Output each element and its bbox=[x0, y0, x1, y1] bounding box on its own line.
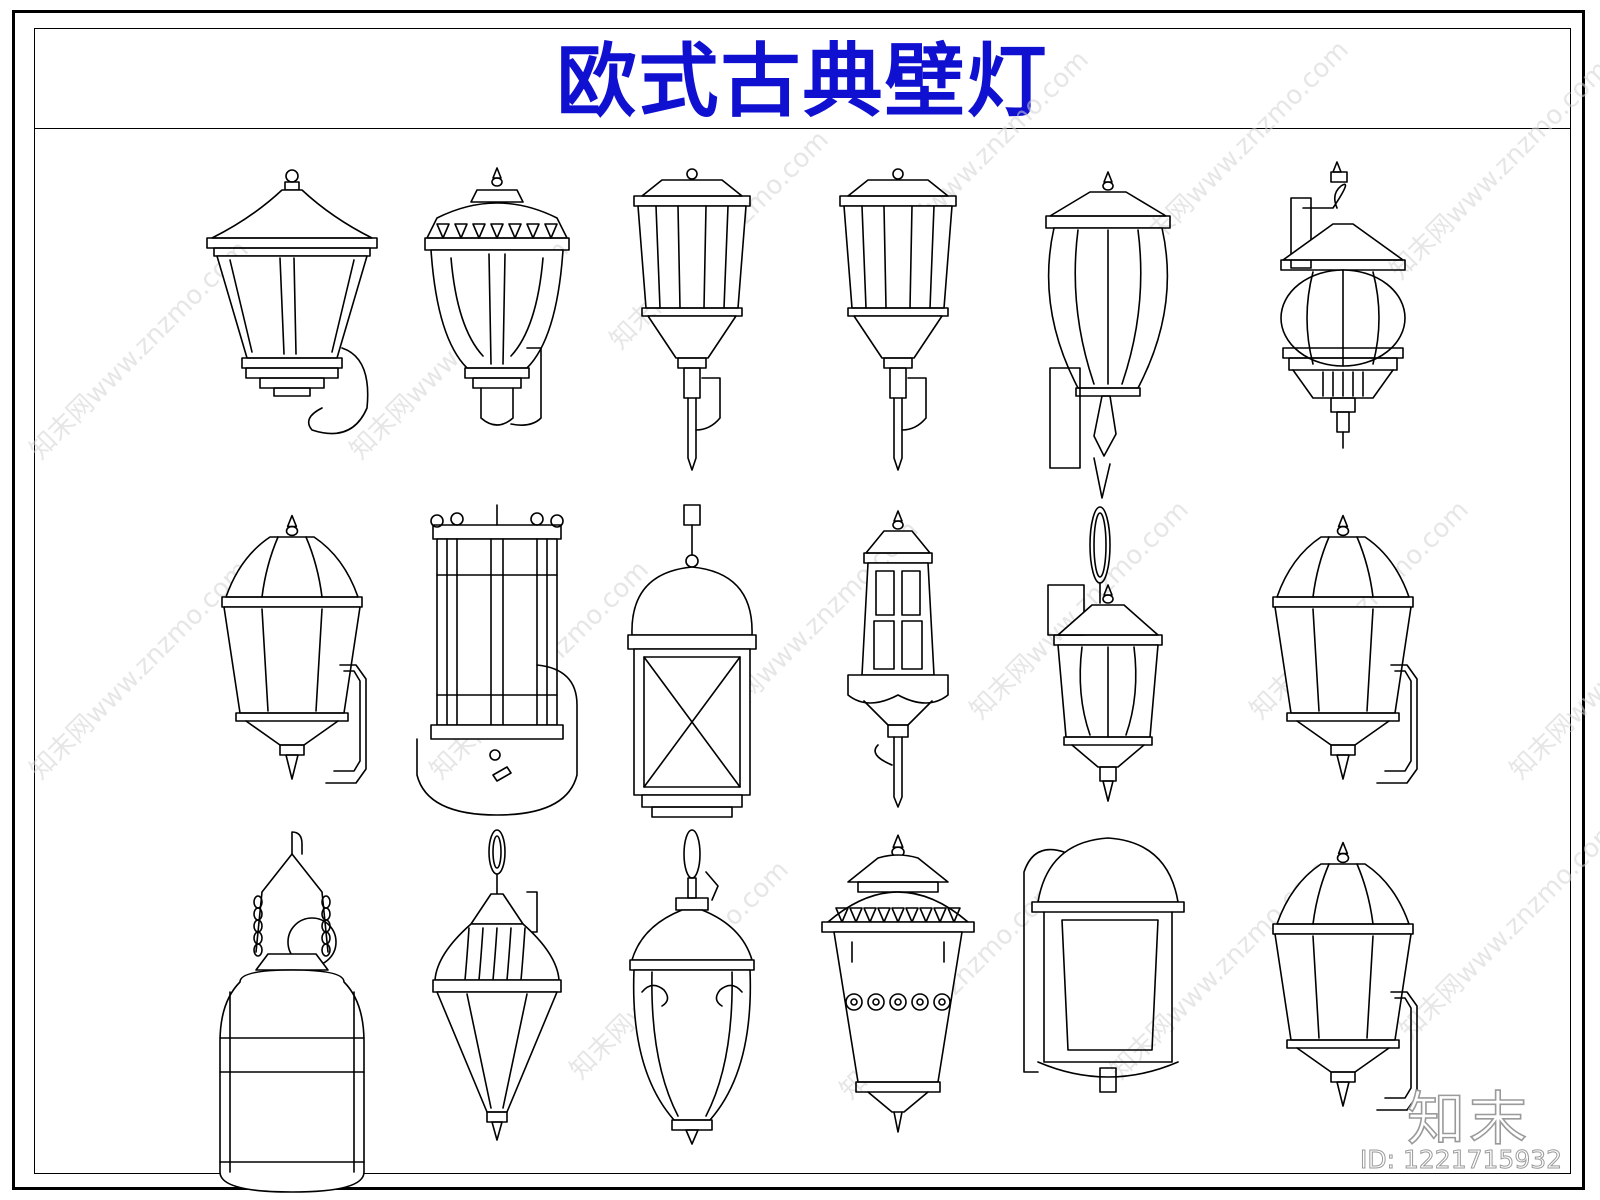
znzmo-logo: 知末 bbox=[1406, 1084, 1532, 1154]
lamp-r2-c5 bbox=[1047, 506, 1163, 802]
lamp-r3-c1 bbox=[219, 831, 365, 1193]
lamp-r1-c1 bbox=[206, 169, 378, 435]
lamp-r1-c3 bbox=[633, 168, 751, 471]
lamp-r3-c4 bbox=[821, 834, 975, 1133]
lamp-r2-c4 bbox=[847, 510, 949, 808]
lamp-r2-c2 bbox=[416, 504, 578, 816]
lamp-r1-c6 bbox=[1280, 161, 1406, 449]
lamp-r3-c6 bbox=[1272, 841, 1418, 1111]
drawing-frame: 欧式古典壁灯 bbox=[34, 28, 1571, 1174]
lamp-r1-c4 bbox=[839, 168, 957, 471]
lamp-r3-c3 bbox=[629, 829, 755, 1145]
lamp-r3-c5 bbox=[1023, 837, 1185, 1093]
page-title: 欧式古典壁灯 bbox=[556, 33, 1049, 128]
lamp-r3-c2 bbox=[432, 829, 562, 1141]
lamp-r1-c5 bbox=[1045, 171, 1171, 499]
lamp-r2-c6 bbox=[1272, 514, 1418, 784]
drawing-id: ID: 1221715932 bbox=[1359, 1145, 1563, 1175]
lamp-r2-c1 bbox=[221, 514, 367, 784]
title-band: 欧式古典壁灯 bbox=[35, 29, 1570, 129]
lamp-r2-c3 bbox=[627, 504, 757, 818]
lamp-r1-c2 bbox=[424, 167, 570, 426]
